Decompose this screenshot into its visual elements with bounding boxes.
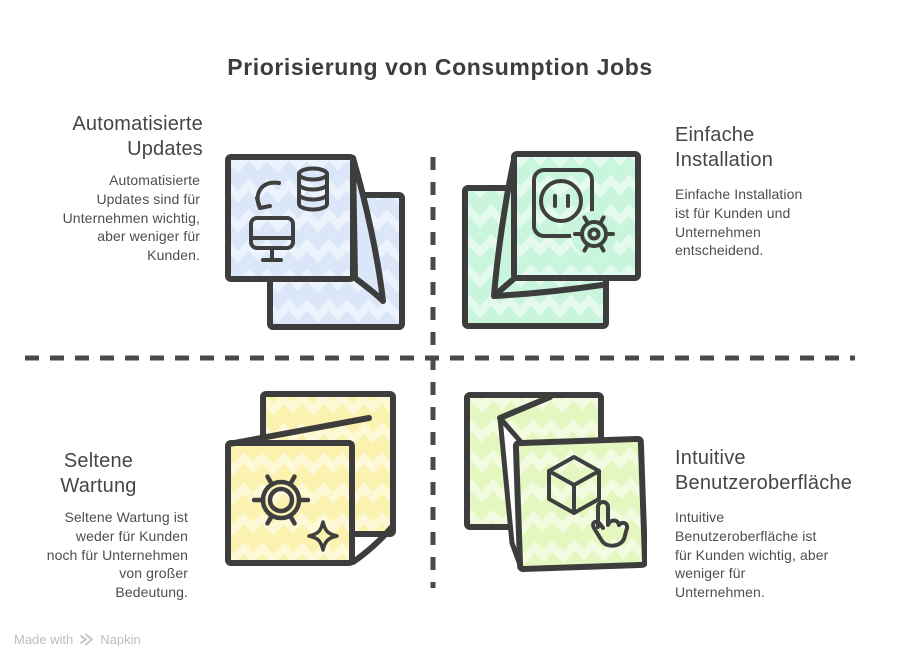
napkin-brand-label: Napkin (100, 632, 141, 647)
quadrant-heading-intuitive-benutzeroberflaeche: Intuitive Benutzeroberfläche (675, 447, 853, 494)
gear-sparkle-icon (225, 391, 396, 566)
napkin-logo-icon (80, 633, 94, 646)
quadrant-heading-einfache-installation: Einfache Installation (675, 124, 774, 171)
outlet-glyph (532, 168, 594, 238)
power-outlet-gear-icon (462, 151, 641, 329)
made-with-napkin: Made with Napkin (14, 632, 141, 647)
small-gear-glyph (573, 215, 615, 253)
quadrant-body-automatisierte-updates: Automatisierte Updates sind für Unterneh… (62, 172, 200, 263)
quadrant-body-seltene-wartung: Seltene Wartung ist weder für Kunden noc… (46, 509, 188, 600)
sparkle-glyph (307, 520, 339, 552)
quadrant-heading-automatisierte-updates: Automatisierte Updates (72, 113, 203, 160)
quadrant-heading-seltene-wartung: Seltene Wartung (60, 450, 137, 497)
monitor-sync-database-icon (225, 154, 405, 330)
diagram-title: Priorisierung von Consumption Jobs (227, 54, 653, 80)
quadrant-body-intuitive-benutzeroberflaeche: Intuitive Benutzeroberfläche ist für Kun… (675, 509, 829, 600)
cube-tap-icon (464, 392, 647, 573)
tap-hand-glyph (591, 500, 630, 548)
quadrant-body-einfache-installation: Einfache Installation ist für Kunden und… (675, 186, 803, 259)
made-with-label: Made with (14, 632, 74, 647)
